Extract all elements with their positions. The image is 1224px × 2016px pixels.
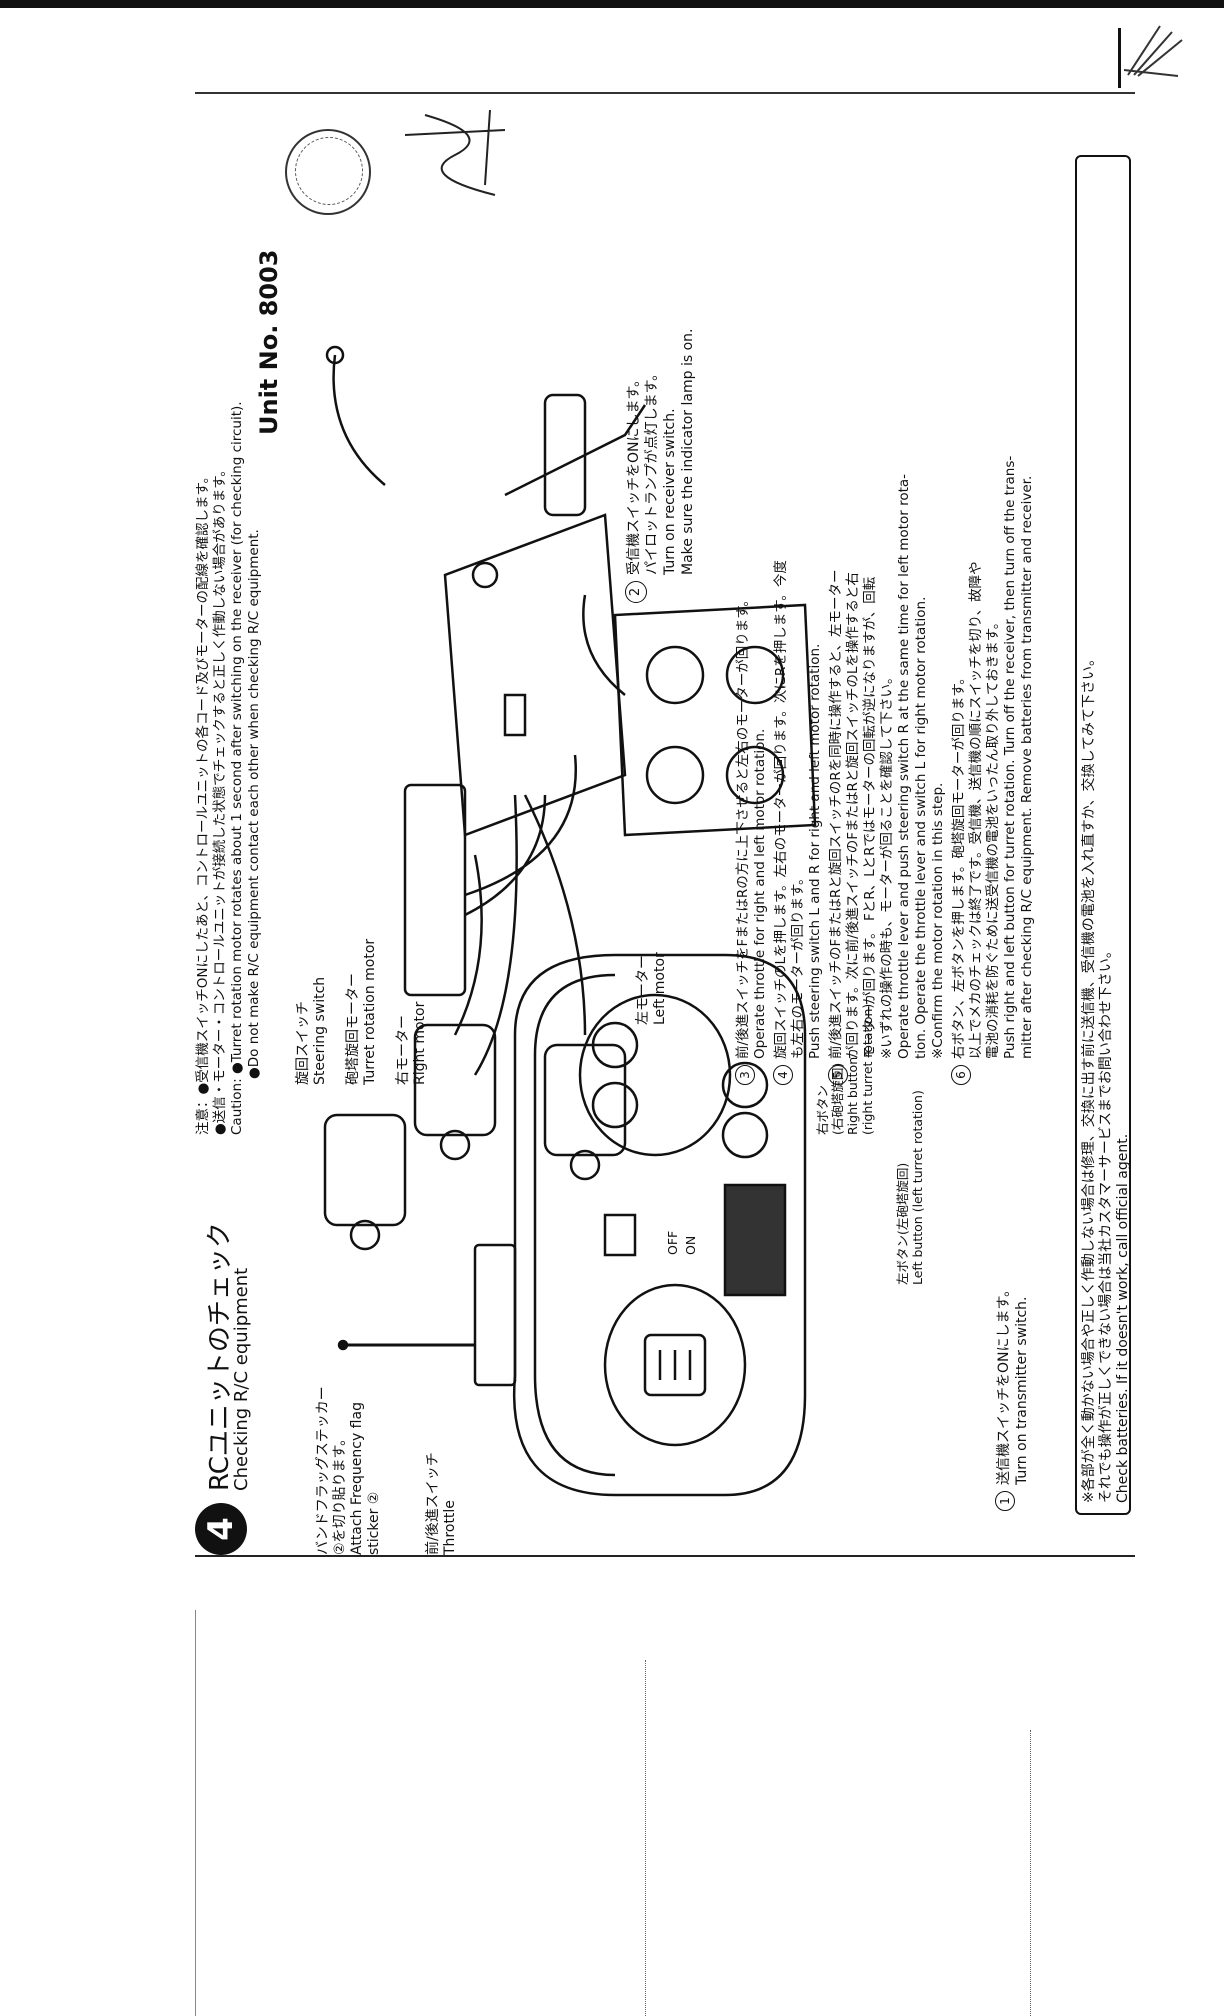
band-sticker-jp2: ②を切り貼ります。 (332, 1431, 348, 1555)
step-2-number: 2 (625, 581, 647, 603)
throttle-jp: 前/後進スイッチ (425, 1452, 441, 1555)
step-2-instruction: 2 受信機スイッチをONにします。 パイロットランプが点灯します。 Turn o… (625, 328, 697, 603)
troubleshooting-note: ※各部が全く動かない場合や正しく作動しない場合は修理、交換に出す前に送信機、受信… (1075, 155, 1131, 1515)
note-en: Check batteries. If it doesn't work, cal… (1115, 1133, 1131, 1503)
step-3-instruction: 3 前/後進スイッチをFまたはRの方に上下させると左右のモーターが回ります。 O… (735, 105, 769, 1085)
step-4-number: 4 (773, 1065, 793, 1085)
caution-line: ●送信・モーター・コントロールユニットが接続した状態でチェックすると正しく作動し… (212, 463, 228, 1135)
control-unit-drawing (325, 345, 647, 1076)
page-rule-top (195, 92, 1135, 94)
off-label: OFF (665, 1230, 680, 1255)
step-6-jp3: 電池の消耗を防ぐために送受信機の電池をいったん取り外しておきます。 (985, 615, 1001, 1059)
left-button-en: Left button (left turret rotation) (910, 1090, 925, 1285)
step-1-number: 1 (995, 1491, 1015, 1511)
unit-number: Unit No. 8003 (255, 249, 283, 435)
step-2-jp1: 受信機スイッチをONにします。 (626, 372, 642, 575)
step-6-en2: mitter after checking R/C equipment. Rem… (1019, 475, 1035, 1059)
step-1-jp: 送信機スイッチをONにします。 (996, 1282, 1012, 1485)
step-5-jp3: モーターが回ります。 FとR、LとRではモーターの回転が逆になりますが、回転 (862, 576, 878, 1059)
step-3-en: Operate throttle for right and left moto… (752, 728, 768, 1059)
steering-en: Steering switch (312, 976, 328, 1085)
step-4-jp1: 旋回スイッチのLを押します。左右のモーターが回ります。次にRを押します。今度 (773, 560, 789, 1059)
motors-drawing (323, 1023, 627, 1251)
step-6-instruction: 6 右ボタン、左ボタンを押します。砲塔旋回モーターが回ります。 以上でメカのチェ… (951, 105, 1036, 1085)
step-6-jp1: 右ボタン、左ボタンを押します。砲塔旋回モーターが回ります。 (951, 671, 967, 1059)
step-4-jp2: も左右のモーターが回ります。 (790, 871, 806, 1059)
right-motor-label: 右モーター Right motor (395, 1002, 429, 1085)
steering-jp: 旋回スイッチ (295, 1001, 311, 1085)
step-4-en: Push steering switch L and R for right a… (807, 643, 823, 1059)
turret-motor-label: 砲塔旋回モーター Turret rotation motor (345, 939, 379, 1085)
step-5-jp4: ※いずれの操作の時も、モーターが回ることを確認して下さい。 (879, 670, 895, 1059)
handwritten-signature (404, 109, 506, 196)
note-jp1: ※各部が全く動かない場合や正しく作動しない場合は修理、交換に出す前に送信機、受信… (1081, 651, 1097, 1503)
band-sticker-en2: sticker ② (366, 1491, 382, 1555)
turret-motor-en: Turret rotation motor (362, 938, 378, 1085)
cut-line-middle (645, 1660, 647, 2016)
step-5-jp2: が回ります。次に前/後進スイッチのFまたはRと旋回スイッチのLを操作すると右 (845, 572, 861, 1059)
step-2-jp2: パイロットランプが点灯します。 (644, 366, 660, 575)
step-5-number: 5 (828, 1065, 848, 1085)
left-motor-jp: 左モーター (635, 955, 651, 1025)
step-5-instruction: 5 前/後進スイッチのFまたはRと旋回スイッチのRを同時に操作すると、左モーター… (828, 105, 947, 1085)
on-label: ON (683, 1235, 698, 1255)
steering-switch-label: 旋回スイッチ Steering switch (295, 977, 329, 1085)
step-3-jp: 前/後進スイッチをFまたはRの方に上下させると左右のモーターが回ります。 (735, 593, 751, 1059)
turret-motor-jp: 砲塔旋回モーター (345, 973, 361, 1085)
step-5-jp1: 前/後進スイッチのFまたはRと旋回スイッチのRを同時に操作すると、左モーター (828, 569, 844, 1059)
caution-line: 注意：●受信機スイッチONにしたあと、コントロールユニットの各コード及びモーター… (195, 469, 211, 1135)
step-1-en: Turn on transmitter switch. (1014, 1296, 1030, 1485)
left-motor-label: 左モーター Left motor (635, 952, 669, 1025)
left-motor-en: Left motor (652, 952, 668, 1025)
band-sticker-en1: Attach Frequency flag (349, 1402, 365, 1555)
cut-line-right (1030, 1730, 1032, 2016)
section-title-en: Checking R/C equipment (231, 1267, 252, 1491)
band-sticker-label: バンドフラッグステッカー ②を切り貼ります。 Attach Frequency … (315, 1386, 383, 1555)
battery-box-drawing (582, 594, 817, 837)
right-motor-en: Right motor (412, 1001, 428, 1085)
caution-line: Caution: ●Turret rotation motor rotates … (229, 401, 245, 1135)
step-4-instruction: 4 旋回スイッチのLを押します。左右のモーターが回ります。次にRを押します。今度… (773, 105, 824, 1085)
throttle-en: Throttle (442, 1500, 458, 1555)
band-sticker-jp: バンドフラッグステッカー (315, 1386, 331, 1555)
step-6-jp2: 以上でメカのチェックは終了です。受信機、送信機の順にスイッチを切り、故障や (968, 561, 984, 1059)
step-6-en1: Push right and left button for turret ro… (1002, 455, 1018, 1059)
caution-notes: 注意：●受信機スイッチONにしたあと、コントロールユニットの各コード及びモーター… (195, 115, 263, 1135)
step-6-number: 6 (951, 1065, 971, 1085)
throttle-label: 前/後進スイッチ Throttle (425, 1452, 459, 1555)
inspection-seal-stamp (285, 129, 371, 215)
corner-fold-mark (1123, 25, 1183, 77)
left-button-jp: 左ボタン(左砲塔旋回) (895, 1162, 910, 1285)
page-top-border (0, 0, 1224, 8)
step-5-en1: Operate throttle lever and push steering… (896, 473, 912, 1059)
right-motor-jp: 右モーター (395, 1015, 411, 1085)
transmitter-drawing (337, 953, 807, 1497)
corner-rule (1118, 28, 1121, 88)
step-2-en1: Turn on receiver switch. (662, 408, 678, 575)
step-2-en2: Make sure the indicator lamp is on. (680, 328, 696, 575)
instruction-steps: 3 前/後進スイッチをFまたはRの方に上下させると左右のモーターが回ります。 O… (735, 105, 1040, 1085)
step-5-en2: tion. Operate the throttle lever and swi… (913, 596, 929, 1059)
rotated-instruction-page: 4 RCユニットのチェック Checking R/C equipment 注意：… (195, 95, 1135, 1555)
page-rule-bottom (195, 1555, 1135, 1557)
left-button-label: 左ボタン(左砲塔旋回) Left button (left turret rot… (895, 1090, 925, 1285)
rc-equipment-illustration (323, 345, 817, 1497)
step-5-en3: ※Confirm the motor rotation in this step… (930, 782, 946, 1059)
cut-line-left (195, 1610, 196, 2016)
step-1-instruction: 1 送信機スイッチをONにします。 Turn on transmitter sw… (995, 1282, 1031, 1511)
note-jp2: それでも操作が正しくできない場合は当社カスタマーサービスまでお問い合わせ下さい。 (1098, 944, 1114, 1503)
step-number-badge: 4 (195, 1503, 247, 1555)
step-3-number: 3 (735, 1065, 755, 1085)
